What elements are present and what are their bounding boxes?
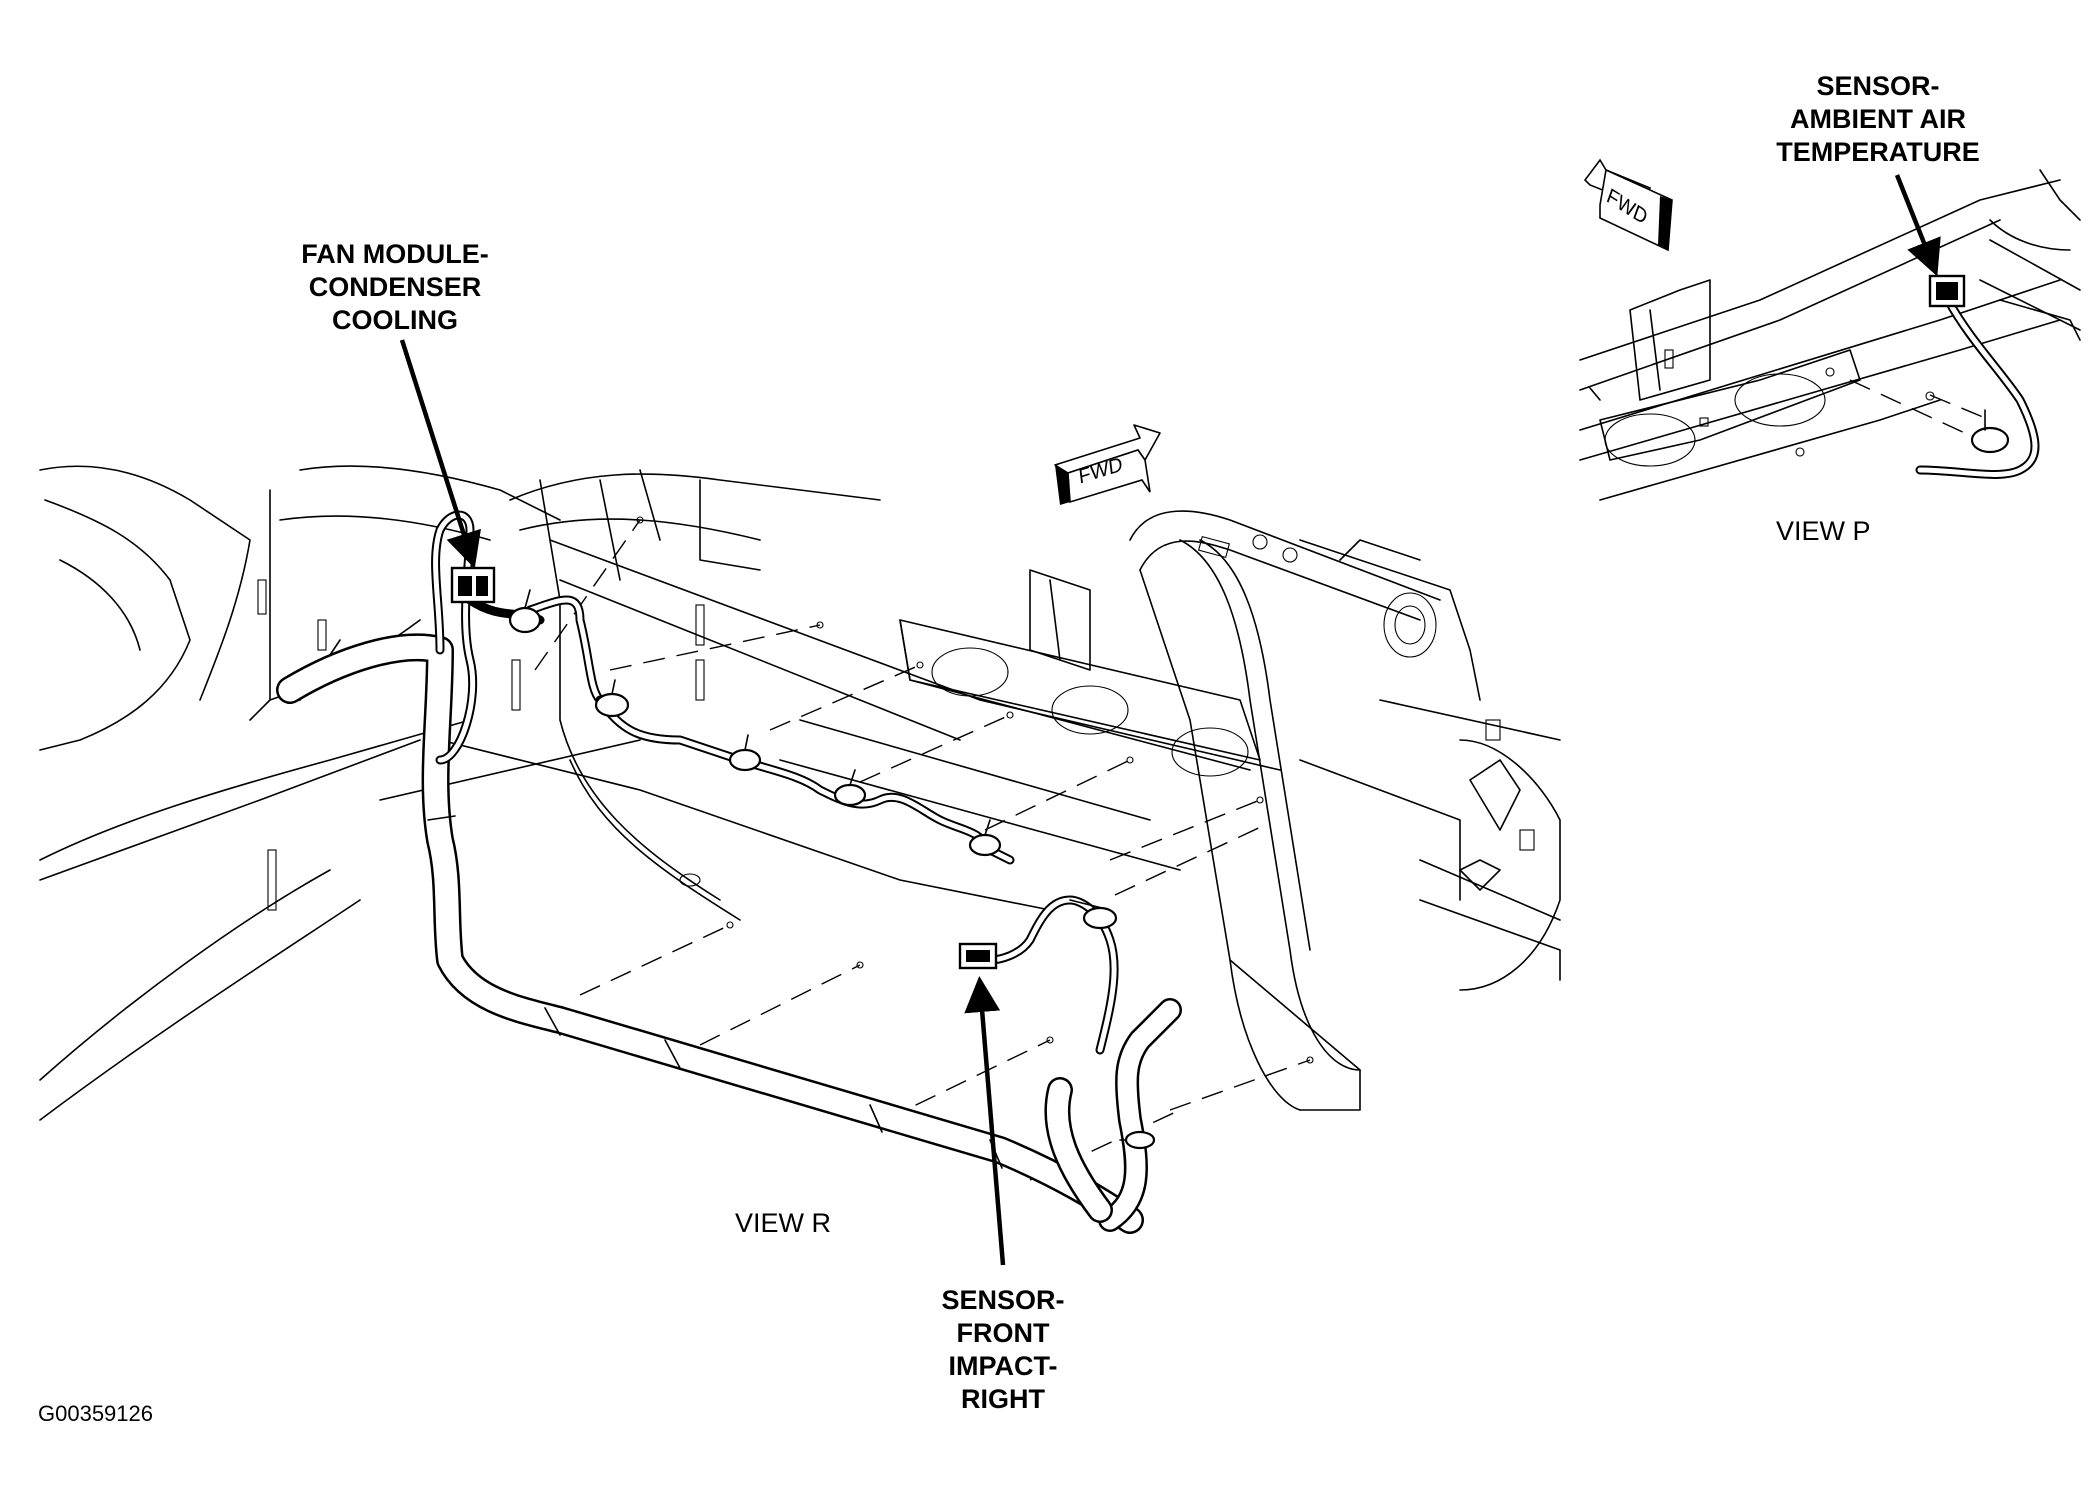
fan-module-callout: FAN MODULE- CONDENSER COOLING (287, 238, 503, 337)
fan-module-callout-line-2: CONDENSER (308, 272, 482, 302)
fan-module-callout-line-1: FAN MODULE- (301, 239, 489, 269)
fwd-arrow-main (1054, 424, 1161, 505)
vehicle-body-structure (39, 424, 1561, 1121)
impact-sensor-callout-line-3: IMPACT- (948, 1351, 1058, 1381)
ambient-sensor-leader (1894, 174, 1941, 277)
impact-sensor-callout-line-4: RIGHT (961, 1384, 1045, 1414)
fan-module-connector (450, 566, 496, 604)
impact-sensor-leader (964, 976, 1006, 1266)
ambient-sensor-callout-line-3: TEMPERATURE (1776, 137, 1980, 167)
impact-sensor-callout-line-1: SENSOR- (941, 1285, 1065, 1315)
ambient-sensor-callout-line-1: SENSOR- (1816, 71, 1940, 101)
inset-view-structure (1579, 158, 2081, 501)
view-p-label: VIEW P (1776, 516, 1871, 546)
impact-sensor-callout-line-2: FRONT (956, 1318, 1050, 1348)
view-r-label: VIEW R (735, 1208, 832, 1238)
figure-id: G00359126 (38, 1401, 153, 1426)
fwd-arrow-inset (1583, 158, 1673, 252)
fan-module-callout-line-3: COOLING (332, 305, 458, 335)
ambient-sensor-callout: SENSOR- AMBIENT AIR TEMPERATURE (1758, 70, 1998, 169)
fastener-alignment-lines (534, 516, 1314, 1181)
ambient-sensor-callout-line-2: AMBIENT AIR (1790, 104, 1966, 134)
impact-sensor-connector (958, 942, 998, 970)
fan-module-leader (399, 339, 481, 569)
ambient-sensor-connector (1928, 274, 1966, 308)
wiring-harness (276, 510, 1182, 1234)
impact-sensor-callout: SENSOR- FRONT IMPACT- RIGHT (918, 1284, 1088, 1416)
